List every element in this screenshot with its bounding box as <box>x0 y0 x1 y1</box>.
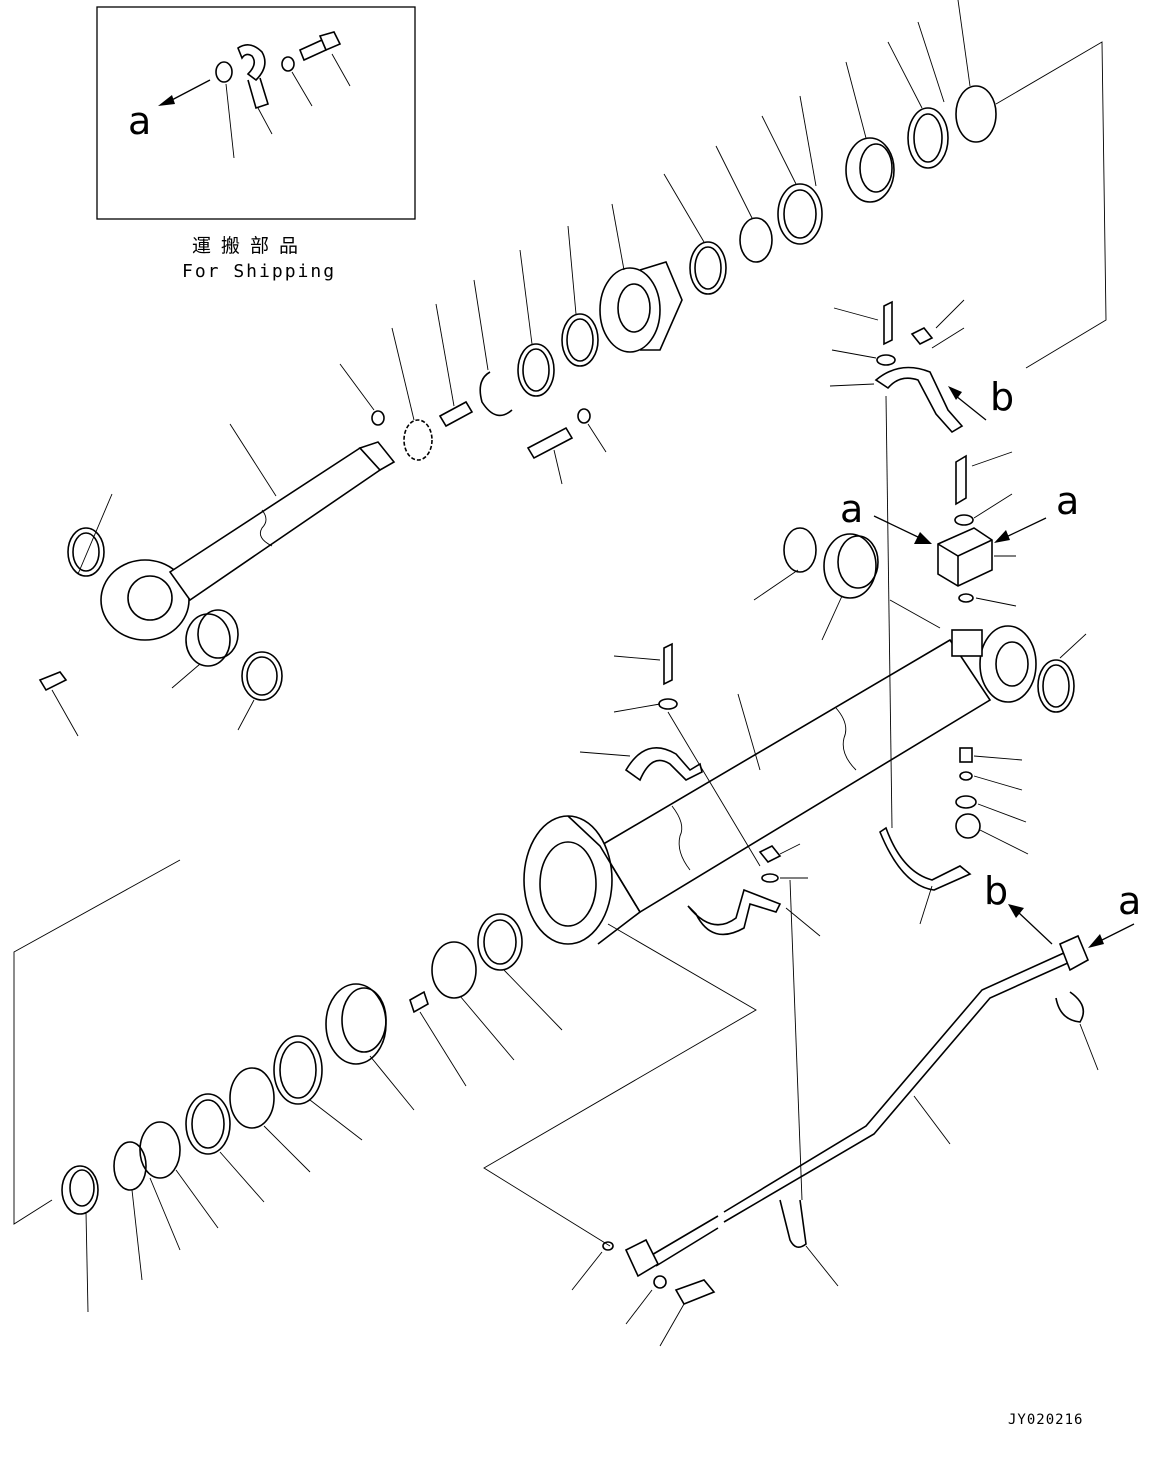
inset-caption-en: For Shipping <box>182 261 336 282</box>
clamp-nut-lower <box>758 844 782 864</box>
ref-b-pipe: b <box>984 869 1008 913</box>
piston-rod-assembly <box>38 0 1107 737</box>
u-bolt-upper <box>1055 991 1085 1023</box>
ref-a-block-right: a <box>1056 479 1079 523</box>
valve-spring <box>959 771 973 781</box>
valve-cap <box>955 813 981 839</box>
pipe-washer <box>653 1275 667 1289</box>
retaining-ring <box>955 85 997 143</box>
piston-rod <box>168 446 382 602</box>
head-ring-5 <box>185 1093 231 1155</box>
shipping-parts-inset: a <box>96 6 416 220</box>
seal-ring-1 <box>689 241 727 295</box>
rod-eye-bore <box>127 575 173 621</box>
clamp-lower <box>687 888 782 936</box>
inset-bolt-head <box>318 31 342 52</box>
inset-ring <box>215 61 233 83</box>
manifold-block <box>937 527 993 587</box>
rod-eye <box>100 559 190 641</box>
wear-ring <box>561 313 599 367</box>
clamp-bolt-upper <box>883 300 893 346</box>
grease-fitting <box>38 671 68 692</box>
dust-wiper <box>907 107 949 169</box>
block-bolt <box>955 454 967 506</box>
block-oring <box>958 593 974 603</box>
ref-a-pipe: a <box>1118 879 1141 923</box>
clamp-washer-middle <box>658 698 678 710</box>
rod-thread <box>358 441 396 472</box>
hydraulic-pipe: a b <box>571 711 1141 1347</box>
clamp-washer-upper <box>876 354 896 366</box>
piston-washer <box>577 408 591 424</box>
inset-tag <box>247 77 269 110</box>
head-ring-4 <box>229 1067 275 1129</box>
lock-washer <box>403 419 433 461</box>
head-seal-pack <box>325 983 387 1065</box>
head-ring-6 <box>139 1121 181 1179</box>
rod-seal <box>845 137 895 203</box>
clamps: b <box>579 299 1014 937</box>
valve-oring <box>955 795 977 809</box>
rod-bushing <box>185 613 231 667</box>
head-ring-3 <box>273 1035 323 1105</box>
tube-dust-seal <box>1037 659 1075 713</box>
inset-bolt-shank <box>298 38 328 62</box>
block-washer <box>954 514 974 526</box>
head-ring-7 <box>113 1141 147 1191</box>
clamp-nut-upper <box>910 326 934 346</box>
inset-washer <box>281 56 295 72</box>
port-block-seat <box>951 629 983 657</box>
cylinder-tube-assembly: a a <box>13 451 1087 1247</box>
piston <box>599 267 661 353</box>
pipe-oring-lower <box>602 1241 614 1251</box>
head-ring-1 <box>477 913 523 971</box>
inset-arrow <box>158 95 175 106</box>
tube-ring <box>783 527 817 573</box>
snap-ring <box>479 371 513 417</box>
dust-seal-right <box>241 651 283 701</box>
pipe-bolt <box>674 1279 716 1306</box>
head-bushing <box>61 1165 99 1215</box>
clamp-washer-lower <box>761 873 779 883</box>
set-screw <box>371 410 385 426</box>
ref-b-upper: b <box>990 375 1014 419</box>
bushing-upper <box>739 217 773 263</box>
clamp-b-upper <box>874 366 964 434</box>
valve-plug <box>959 747 973 763</box>
inset-frame <box>96 6 416 220</box>
clamp-middle <box>624 746 703 782</box>
pipe-flange-lower <box>624 1238 660 1278</box>
tube-eye <box>979 625 1037 703</box>
cylinder-tube <box>598 638 992 914</box>
clamp-bolt-middle <box>663 642 673 686</box>
clamp-b-lower <box>879 826 972 891</box>
dust-seal-left <box>67 527 105 577</box>
inset-ref-a: a <box>128 99 151 143</box>
piston-bolt <box>526 426 574 460</box>
buffer-ring <box>777 183 823 245</box>
cylinder-head-flange <box>523 815 613 945</box>
cylinder-head-parts <box>61 913 563 1313</box>
pipe-flange-upper <box>1058 934 1090 972</box>
piston-ring <box>517 343 555 397</box>
tube-bushing <box>823 533 877 599</box>
head-pin <box>409 990 429 1014</box>
pin <box>438 400 474 428</box>
drawing-code: JY020216 <box>1008 1412 1083 1428</box>
ref-a-block-left: a <box>840 487 863 531</box>
inset-caption-jp: 運搬部品 <box>192 235 308 257</box>
u-bolt-lower <box>779 1199 807 1248</box>
head-ring-2 <box>431 941 477 999</box>
inset-clamp <box>237 44 266 82</box>
